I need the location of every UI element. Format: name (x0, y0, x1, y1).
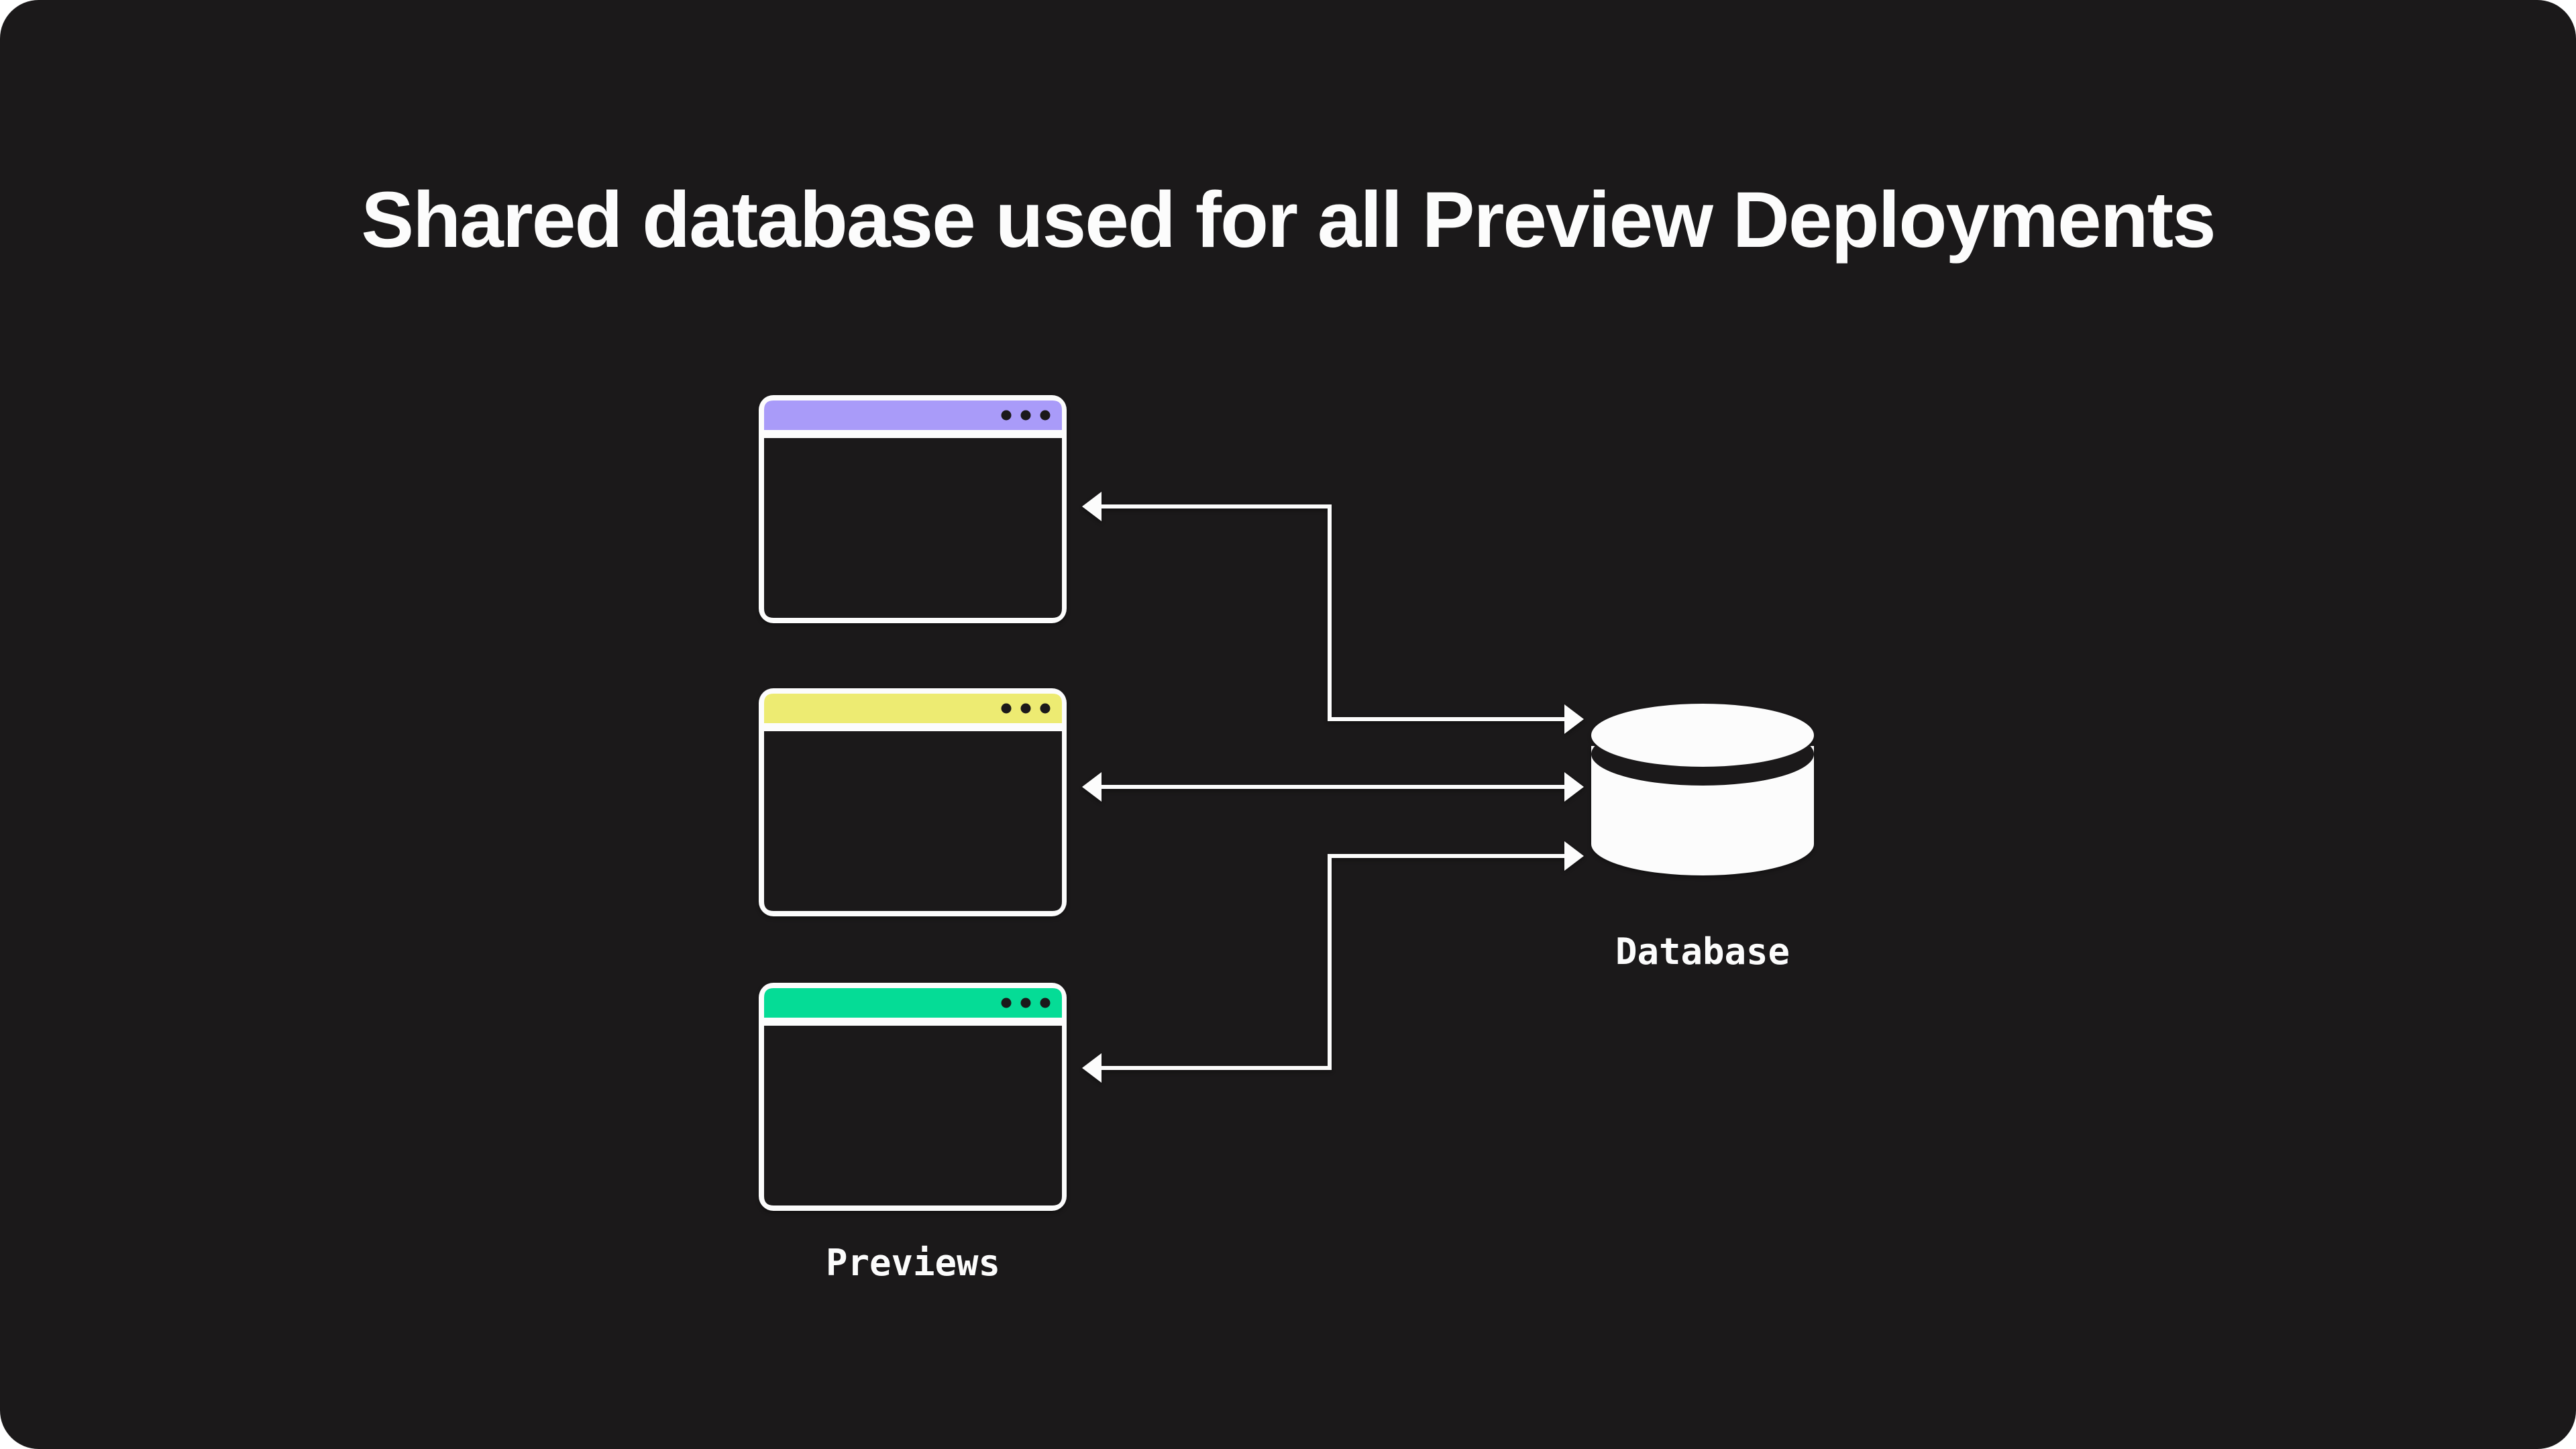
dot-icon (1020, 703, 1031, 714)
dot-icon (1001, 998, 1012, 1008)
window-body (764, 731, 1062, 911)
preview-window-1 (759, 395, 1067, 623)
previews-label: Previews (826, 1242, 1000, 1284)
database-cylinder-icon (1591, 704, 1814, 875)
dot-icon (1040, 410, 1051, 421)
window-title-bar (764, 400, 1062, 430)
database-label: Database (1615, 930, 1790, 973)
arrow-preview2-database (1082, 772, 1584, 802)
dot-icon (1001, 410, 1012, 421)
arrowhead-left-icon (1082, 772, 1102, 802)
dot-icon (1040, 998, 1051, 1008)
window-body (764, 1026, 1062, 1205)
dot-icon (1020, 410, 1031, 421)
arrowhead-right-icon (1564, 841, 1584, 871)
preview-window-3 (759, 983, 1067, 1211)
window-body (764, 438, 1062, 618)
window-title-bar (764, 694, 1062, 723)
arrowhead-right-icon (1564, 704, 1584, 734)
arrow-preview1-database (1082, 492, 1584, 734)
window-title-bar (764, 988, 1062, 1018)
dot-icon (1020, 998, 1031, 1008)
dot-icon (1040, 703, 1051, 714)
window-dots-icon (1001, 410, 1051, 421)
arrowhead-right-icon (1564, 772, 1584, 802)
cylinder-bottom (1591, 812, 1814, 875)
arrow-preview3-database (1082, 841, 1584, 1083)
cylinder-lid (1591, 704, 1814, 767)
arrowhead-left-icon (1082, 492, 1102, 521)
window-dots-icon (1001, 998, 1051, 1008)
dot-icon (1001, 703, 1012, 714)
preview-window-2 (759, 688, 1067, 916)
page-title: Shared database used for all Preview Dep… (361, 176, 2214, 264)
connection-arrows (1082, 492, 1584, 1083)
arrowhead-left-icon (1082, 1053, 1102, 1083)
window-dots-icon (1001, 703, 1051, 714)
